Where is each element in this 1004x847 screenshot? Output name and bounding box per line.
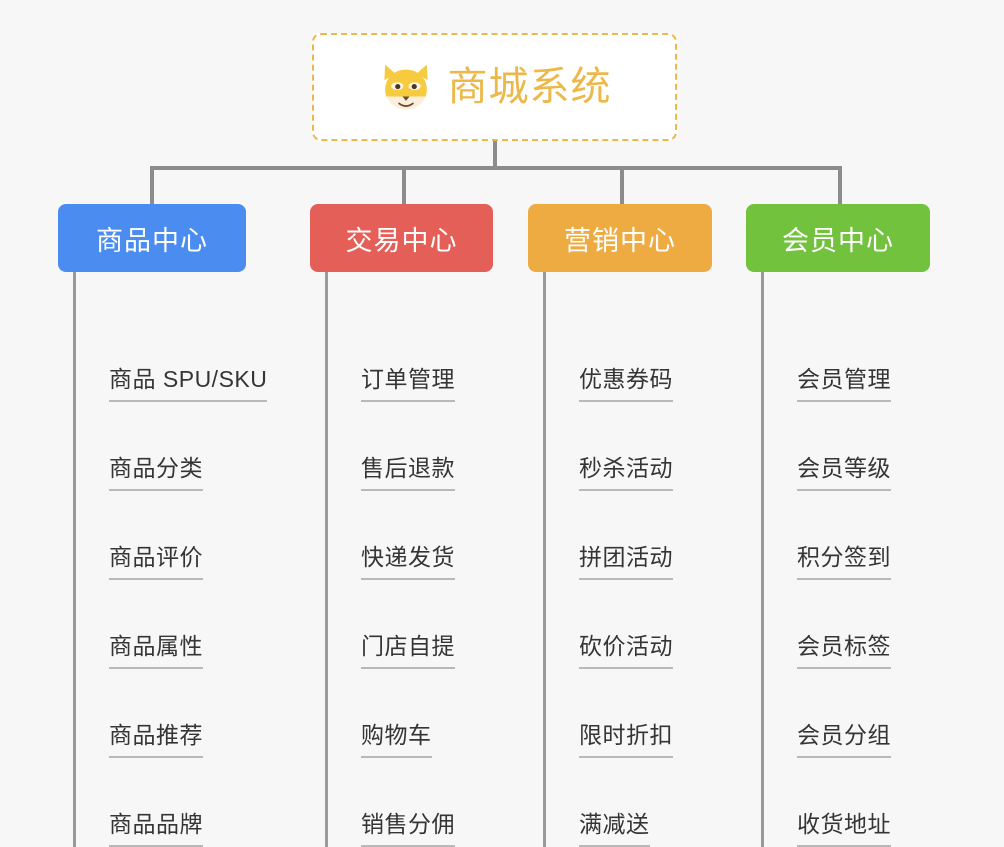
category-column-1: 商品中心 商品 SPU/SKU 商品分类 商品评价 商品属性 商品推荐 商品品牌 <box>58 204 268 847</box>
category-header-3[interactable]: 营销中心 <box>528 204 712 272</box>
leaf-label: 门店自提 <box>361 627 455 669</box>
list-item[interactable]: 秒杀活动 <box>546 402 712 491</box>
list-item[interactable]: 满减送 <box>546 758 712 847</box>
leaf-label: 收货地址 <box>797 805 891 847</box>
leaf-label: 订单管理 <box>361 360 455 402</box>
list-item[interactable]: 会员等级 <box>764 402 930 491</box>
leaf-label: 商品评价 <box>109 538 203 580</box>
list-item[interactable]: 会员分组 <box>764 669 930 758</box>
root-title: 商城系统 <box>447 65 612 109</box>
connector-horizontal-bus <box>150 166 840 170</box>
list-item[interactable]: 快递发货 <box>328 491 493 580</box>
connector-drop-1 <box>150 166 154 204</box>
leaf-label: 会员管理 <box>797 360 891 402</box>
list-item[interactable]: 商品属性 <box>76 580 246 669</box>
leaf-label: 砍价活动 <box>579 627 673 669</box>
list-item[interactable]: 收货地址 <box>764 758 930 847</box>
leaf-label: 售后退款 <box>361 449 455 491</box>
root-node[interactable]: 商城系统 <box>312 33 677 141</box>
connector-drop-2 <box>402 166 406 204</box>
leaf-label: 快递发货 <box>361 538 455 580</box>
connector-root-stem <box>493 141 497 169</box>
list-item[interactable]: 拼团活动 <box>546 491 712 580</box>
list-item[interactable]: 会员管理 <box>764 272 930 402</box>
category-column-4: 会员中心 会员管理 会员等级 积分签到 会员标签 会员分组 收货地址 <box>746 204 930 847</box>
list-item[interactable]: 商品品牌 <box>76 758 246 847</box>
leaf-label: 秒杀活动 <box>579 449 673 491</box>
list-item[interactable]: 砍价活动 <box>546 580 712 669</box>
category-column-3: 营销中心 优惠券码 秒杀活动 拼团活动 砍价活动 限时折扣 满减送 <box>528 204 712 847</box>
leaf-list-4: 会员管理 会员等级 积分签到 会员标签 会员分组 收货地址 <box>761 272 930 847</box>
list-item[interactable]: 优惠券码 <box>546 272 712 402</box>
list-item[interactable]: 商品 SPU/SKU <box>76 272 268 402</box>
list-item[interactable]: 售后退款 <box>328 402 493 491</box>
leaf-label: 商品属性 <box>109 627 203 669</box>
connector-drop-4 <box>838 166 842 204</box>
leaf-list-1: 商品 SPU/SKU 商品分类 商品评价 商品属性 商品推荐 商品品牌 <box>73 272 268 847</box>
leaf-label: 销售分佣 <box>361 805 455 847</box>
leaf-label: 拼团活动 <box>579 538 673 580</box>
leaf-label: 会员分组 <box>797 716 891 758</box>
list-item[interactable]: 积分签到 <box>764 491 930 580</box>
leaf-label: 商品推荐 <box>109 716 203 758</box>
list-item[interactable]: 订单管理 <box>328 272 493 402</box>
leaf-list-3: 优惠券码 秒杀活动 拼团活动 砍价活动 限时折扣 满减送 <box>543 272 712 847</box>
leaf-label: 会员等级 <box>797 449 891 491</box>
list-item[interactable]: 会员标签 <box>764 580 930 669</box>
leaf-list-2: 订单管理 售后退款 快递发货 门店自提 购物车 销售分佣 <box>325 272 493 847</box>
leaf-label: 满减送 <box>579 805 650 847</box>
shiba-dog-face-icon <box>383 64 428 110</box>
leaf-label: 限时折扣 <box>579 716 673 758</box>
list-item[interactable]: 商品评价 <box>76 491 246 580</box>
list-item[interactable]: 购物车 <box>328 669 493 758</box>
leaf-label: 商品分类 <box>109 449 203 491</box>
list-item[interactable]: 门店自提 <box>328 580 493 669</box>
list-item[interactable]: 销售分佣 <box>328 758 493 847</box>
leaf-label: 会员标签 <box>797 627 891 669</box>
category-header-1[interactable]: 商品中心 <box>58 204 246 272</box>
list-item[interactable]: 商品推荐 <box>76 669 246 758</box>
leaf-label: 商品 SPU/SKU <box>109 360 268 402</box>
list-item[interactable]: 商品分类 <box>76 402 246 491</box>
leaf-label: 商品品牌 <box>109 805 203 847</box>
leaf-label: 积分签到 <box>797 538 891 580</box>
category-column-2: 交易中心 订单管理 售后退款 快递发货 门店自提 购物车 销售分佣 <box>310 204 493 847</box>
leaf-label: 购物车 <box>361 716 432 758</box>
category-header-2[interactable]: 交易中心 <box>310 204 493 272</box>
category-header-4[interactable]: 会员中心 <box>746 204 930 272</box>
list-item[interactable]: 限时折扣 <box>546 669 712 758</box>
leaf-label: 优惠券码 <box>579 360 673 402</box>
connector-drop-3 <box>620 166 624 204</box>
